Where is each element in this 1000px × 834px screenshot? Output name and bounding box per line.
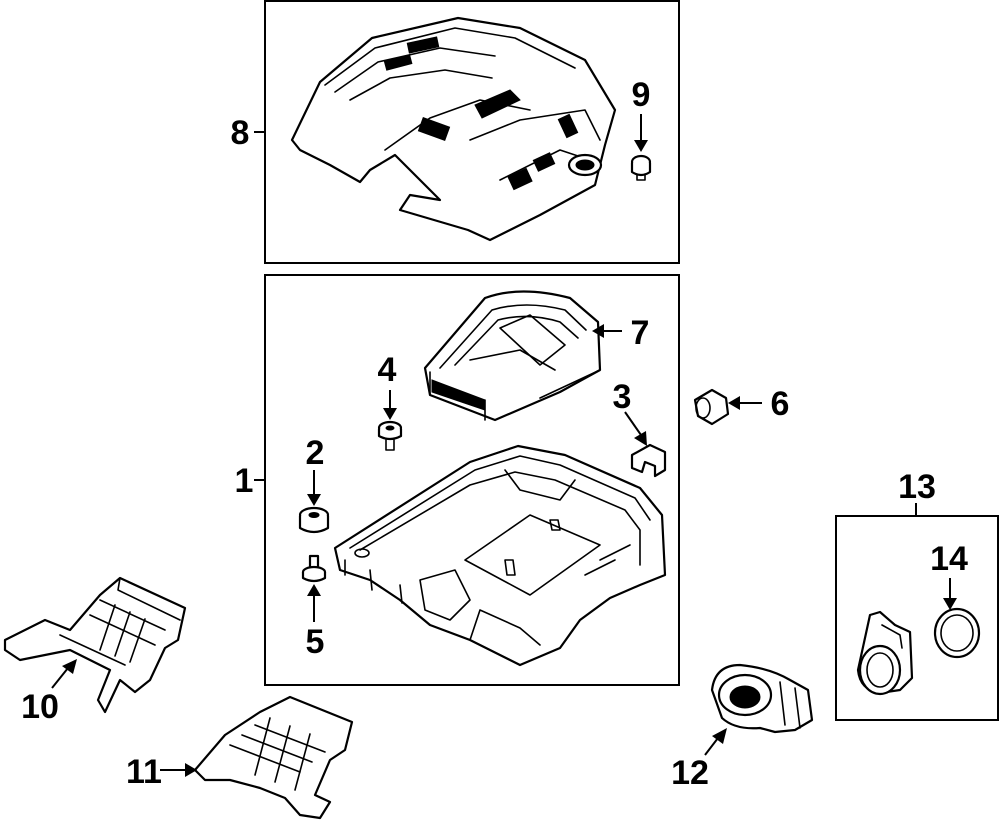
callout-14: 14	[930, 540, 968, 578]
callout-3: 3	[613, 378, 632, 416]
callout-5: 5	[306, 623, 325, 661]
air-filter-part	[423, 290, 602, 422]
clamp-ring-part	[933, 607, 981, 659]
leader-lines	[51, 114, 957, 777]
callout-11: 11	[126, 753, 162, 791]
callout-8: 8	[231, 114, 250, 152]
callout-10: 10	[21, 688, 59, 726]
stud-part	[301, 554, 327, 583]
air-duct-part	[3, 576, 187, 714]
grommet-part	[377, 420, 403, 451]
callout-labels: 8 9 7 4 3 6 1 2 5 13 14 10 11 12	[21, 76, 968, 792]
air-cleaner-housing-part	[333, 444, 667, 667]
fitting-part	[693, 388, 730, 426]
rubber-mount-part	[298, 506, 330, 534]
callout-7: 7	[631, 314, 650, 352]
callout-13: 13	[898, 468, 936, 506]
engine-cover-part	[290, 16, 617, 242]
clip-part	[630, 443, 667, 478]
callout-6: 6	[771, 385, 790, 423]
intake-boot-part	[710, 663, 814, 734]
mass-air-flow-sensor-part	[856, 610, 914, 696]
callout-9: 9	[632, 76, 651, 114]
callout-4: 4	[378, 351, 397, 389]
callout-2: 2	[306, 434, 325, 472]
callout-12: 12	[671, 754, 709, 792]
air-duct-part	[193, 695, 354, 820]
grommet-part	[630, 154, 652, 181]
callout-1: 1	[235, 462, 254, 500]
